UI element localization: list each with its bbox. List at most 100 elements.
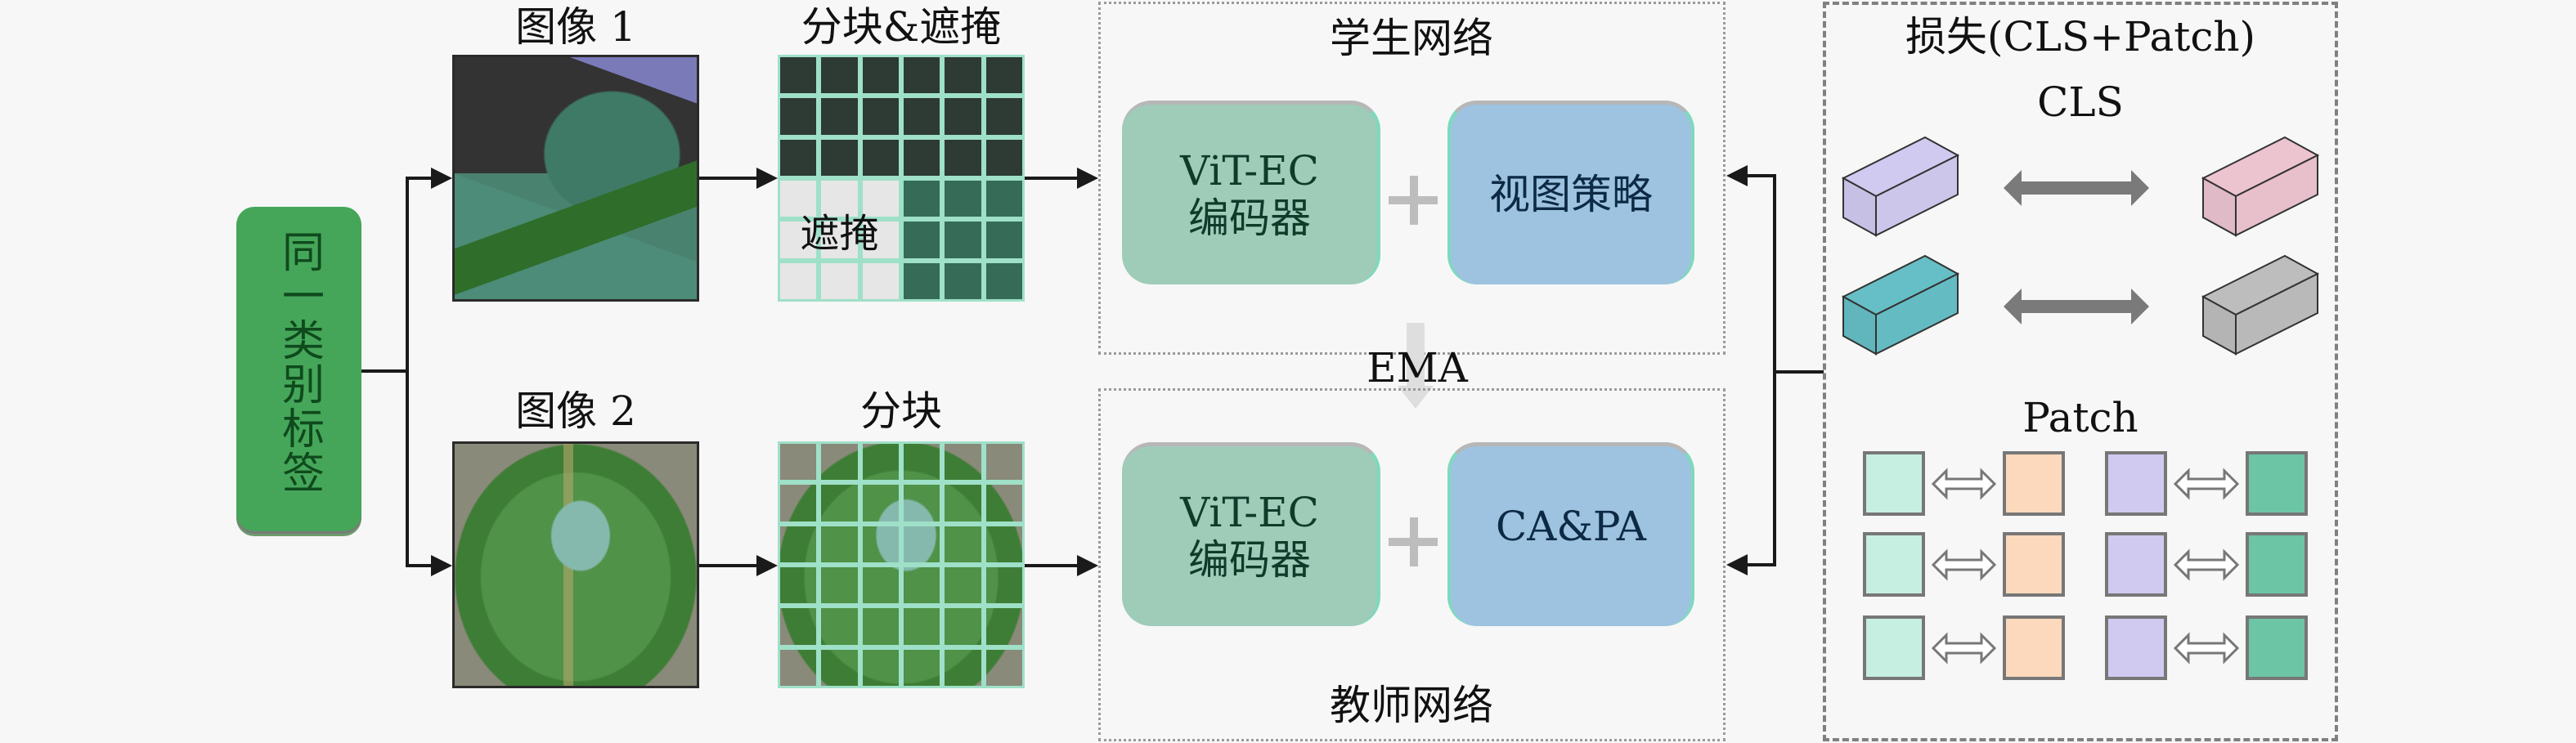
patch-cell	[942, 260, 984, 302]
masked-patch-cell	[859, 260, 901, 302]
patch-cell	[778, 647, 819, 688]
patch-cell	[778, 606, 819, 647]
patch-cell	[819, 55, 860, 96]
hollow-double-arrow-icon	[2174, 548, 2239, 581]
cls-tokens	[1841, 136, 2320, 356]
patch-cell	[983, 177, 1025, 220]
masked-patch-cell	[778, 219, 819, 261]
teacher-title: 教师网络	[1330, 682, 1493, 729]
patch-cell	[942, 523, 984, 565]
split-connector	[406, 177, 409, 567]
patch-cell	[983, 260, 1025, 302]
patch-cell	[900, 647, 943, 688]
patch-cell	[942, 55, 984, 96]
class-label-box: 同一类别标签	[236, 207, 361, 534]
patch-cell	[819, 523, 860, 565]
patch-cell	[942, 482, 984, 524]
patch-cell	[819, 441, 860, 483]
patch-token	[1863, 451, 1925, 516]
arrow-head-icon	[1077, 555, 1098, 576]
patch-cell	[859, 564, 901, 606]
patch-cell	[778, 441, 819, 483]
patch-token	[2246, 615, 2308, 680]
patch-cell	[819, 96, 860, 137]
plus-icon	[1389, 517, 1438, 566]
branch-bottom-line	[406, 564, 433, 567]
patch-cell	[859, 606, 901, 647]
mask-label: 遮掩	[800, 211, 879, 257]
patch-cell	[942, 137, 984, 178]
patch-cell	[859, 96, 901, 137]
arrow-head-icon	[1726, 554, 1748, 575]
patch-token	[2105, 532, 2167, 597]
branch-top-line	[406, 177, 433, 180]
patch-cell	[859, 647, 901, 688]
loss-connector	[1773, 370, 1824, 374]
double-arrow-icon	[2004, 170, 2149, 206]
teacher-encoder-name: ViT-EC	[1180, 489, 1319, 536]
patch-cell	[859, 55, 901, 96]
patch-cell	[942, 96, 984, 137]
patch-cell	[819, 606, 860, 647]
patch-cell	[900, 55, 943, 96]
patch-grid	[778, 441, 1025, 688]
image2-title: 图像 2	[515, 387, 636, 435]
ema-label: EMA	[1367, 344, 1468, 392]
patch-cell	[778, 55, 819, 96]
cls-token-student	[1841, 254, 1960, 356]
patch-token	[1863, 615, 1925, 680]
patch-mask-grid	[778, 55, 1025, 302]
double-arrow-icon	[2004, 289, 2149, 325]
patch-cell	[983, 482, 1025, 524]
patch-token	[2105, 615, 2167, 680]
patch-token	[2003, 451, 2065, 516]
patch-cell	[983, 137, 1025, 178]
arrow-head-icon	[1726, 165, 1748, 186]
cls-token-teacher	[2201, 254, 2320, 356]
cls-token-student	[1841, 136, 1960, 237]
ema-arrow	[1407, 323, 1425, 388]
patch-cell	[900, 606, 943, 647]
class-label-text: 同一类别标签	[274, 230, 324, 495]
patch-cell	[900, 96, 943, 137]
patch-cell	[942, 219, 984, 261]
hollow-double-arrow-icon	[1932, 468, 1996, 500]
student-title: 学生网络	[1330, 15, 1493, 62]
patch-cell	[942, 564, 984, 606]
arrow-grid1-to-student	[1025, 177, 1079, 180]
patch-cell	[819, 647, 860, 688]
grid2-title: 分块	[860, 387, 942, 435]
masked-patch-cell	[859, 219, 901, 261]
patch-cell	[983, 564, 1025, 606]
patch-cell	[900, 482, 943, 524]
teacher-ca-pa: CA&PA	[1447, 442, 1694, 626]
hollow-double-arrow-icon	[1932, 548, 1996, 581]
grid1-title: 分块&遮掩	[801, 3, 1002, 51]
patch-cell	[942, 647, 984, 688]
patch-cell	[942, 441, 984, 483]
patch-cell	[778, 523, 819, 565]
patch-cell	[900, 260, 943, 302]
image1-title: 图像 1	[515, 3, 636, 51]
patch-cell	[859, 482, 901, 524]
patch-token	[2003, 615, 2065, 680]
loss-to-teacher-line	[1745, 563, 1776, 566]
loss-title: 损失(CLS+Patch)	[1905, 13, 2256, 60]
patch-cell	[819, 564, 860, 606]
cls-token-teacher	[2201, 136, 2320, 237]
leaf-image-2	[452, 441, 699, 688]
patch-cell	[983, 219, 1025, 261]
masked-patch-cell	[778, 177, 819, 220]
patch-cell	[859, 441, 901, 483]
patch-cell	[942, 177, 984, 220]
student-encoder-sub: 编码器	[1188, 195, 1311, 242]
arrow-head-icon	[756, 555, 778, 576]
arrow-head-icon	[756, 168, 778, 189]
arrow-head-icon	[431, 168, 452, 189]
patch-cell	[900, 441, 943, 483]
patch-cell	[983, 523, 1025, 565]
loss-split-connector	[1773, 174, 1776, 566]
patch-cell	[983, 647, 1025, 688]
loss-to-student-line	[1745, 174, 1776, 177]
